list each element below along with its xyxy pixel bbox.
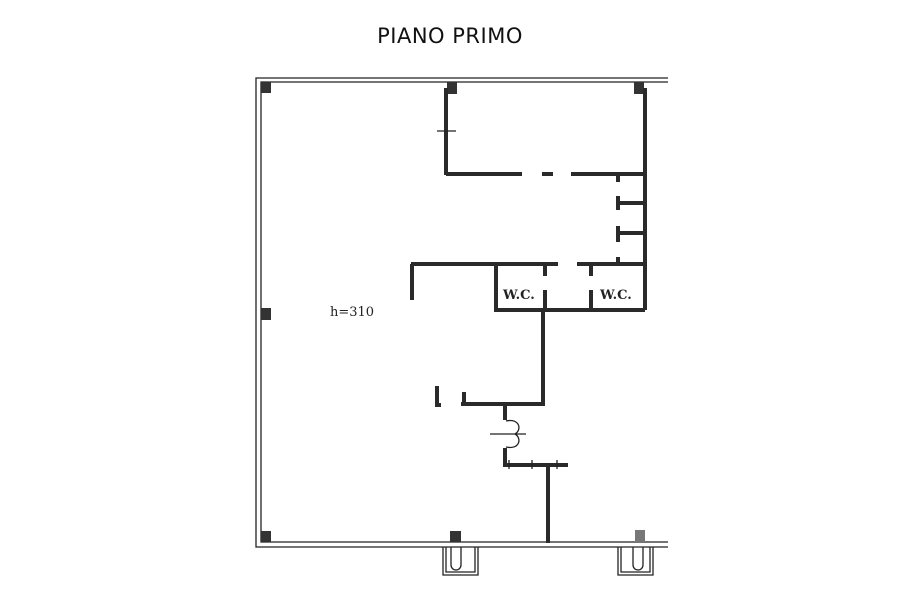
ceiling-height-label: h=310 <box>330 305 374 320</box>
room-label-wc-1: W.C. <box>502 288 535 303</box>
balcony-drains <box>442 547 654 576</box>
room-label-wc-2: W.C. <box>599 288 632 303</box>
columns <box>261 82 645 542</box>
outer-walls <box>255 77 668 548</box>
interior-walls <box>410 88 647 543</box>
plan-title: PIANO PRIMO <box>377 24 523 48</box>
